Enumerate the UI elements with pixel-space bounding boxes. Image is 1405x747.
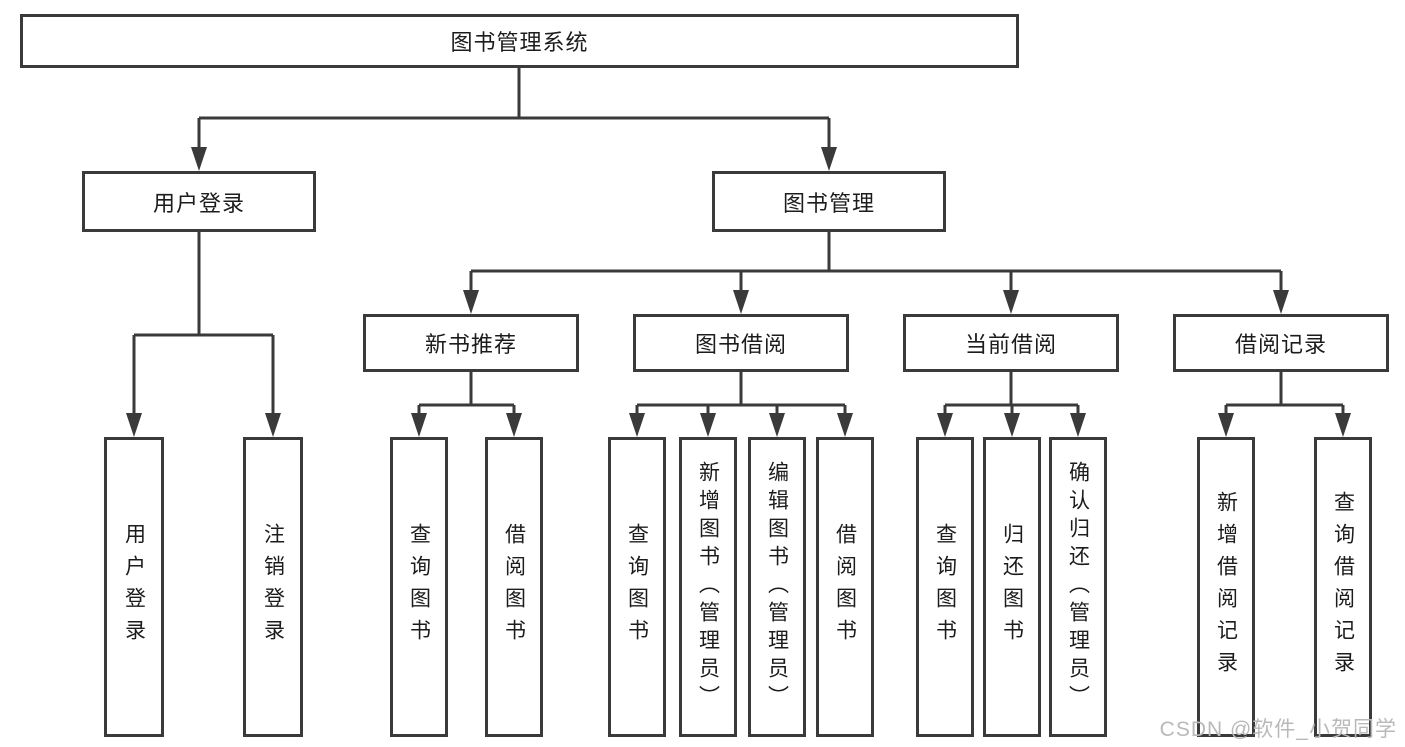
leaf-borrow-books: 借阅图书 [816, 437, 874, 737]
leaf-label: 查询图书 [933, 523, 957, 651]
arrow-down-icon [265, 413, 281, 437]
leaf-borrow-books: 借阅图书 [485, 437, 543, 737]
arrow-down-icon [837, 413, 853, 437]
connector-newbook-to-leaves [417, 372, 516, 416]
leaf-label: 查询借阅记录 [1331, 491, 1355, 683]
node-user-login: 用户登录 [82, 171, 316, 232]
leaf-logout: 注销登录 [243, 437, 303, 737]
leaf-label: 查询图书 [625, 523, 649, 651]
leaf-query-books: 查询图书 [608, 437, 666, 737]
connector-currentborrow-to-leaves [943, 372, 1080, 416]
connector-userlogin-to-leaves [132, 232, 275, 416]
leaf-label: 归还图书 [1000, 523, 1024, 651]
arrow-down-icon [191, 147, 207, 171]
leaf-confirm-return-admin: 确认归还（管理员） [1049, 437, 1107, 737]
arrow-down-icon [411, 413, 427, 437]
arrow-down-icon [506, 413, 522, 437]
node-root-book-management-system: 图书管理系统 [20, 14, 1019, 68]
leaf-label: 注销登录 [261, 523, 285, 651]
connector-bookmgmt-to-level3 [469, 232, 1283, 293]
leaf-query-borrow-record: 查询借阅记录 [1314, 437, 1372, 737]
arrow-down-icon [769, 413, 785, 437]
leaf-label: 查询图书 [407, 523, 431, 651]
arrow-down-icon [733, 290, 749, 314]
leaf-add-borrow-record: 新增借阅记录 [1197, 437, 1255, 737]
arrow-down-icon [126, 413, 142, 437]
node-new-book-recommend: 新书推荐 [363, 314, 579, 372]
leaf-label: 新增借阅记录 [1214, 491, 1238, 683]
connector-borrowrecords-to-leaves [1224, 372, 1345, 416]
arrow-down-icon [821, 147, 837, 171]
arrow-down-icon [1003, 290, 1019, 314]
leaf-query-books: 查询图书 [916, 437, 974, 737]
arrow-down-icon [463, 290, 479, 314]
leaf-edit-books-admin: 编辑图书（管理员） [748, 437, 806, 737]
node-book-borrow: 图书借阅 [633, 314, 849, 372]
leaf-query-books: 查询图书 [390, 437, 448, 737]
arrow-down-icon [700, 413, 716, 437]
leaf-user-login: 用户登录 [104, 437, 164, 737]
arrow-down-icon [1004, 413, 1020, 437]
leaf-return-books: 归还图书 [983, 437, 1041, 737]
leaf-label: 借阅图书 [833, 523, 857, 651]
arrow-down-icon [937, 413, 953, 437]
leaf-label: 借阅图书 [502, 523, 526, 651]
arrow-down-icon [1273, 290, 1289, 314]
connector-bookborrow-to-leaves [635, 372, 847, 416]
node-current-borrow: 当前借阅 [903, 314, 1119, 372]
node-book-management: 图书管理 [712, 171, 946, 232]
connector-root-to-level2 [197, 68, 831, 150]
leaf-label: 编辑图书（管理员） [765, 461, 789, 713]
leaf-label: 用户登录 [122, 523, 146, 651]
leaf-label: 新增图书（管理员） [696, 461, 720, 713]
csdn-watermark: CSDN @软件_小贺同学 [1159, 718, 1397, 741]
node-borrow-records: 借阅记录 [1173, 314, 1389, 372]
arrow-down-icon [1218, 413, 1234, 437]
arrow-down-icon [629, 413, 645, 437]
leaf-label: 确认归还（管理员） [1066, 461, 1090, 713]
arrow-down-icon [1335, 413, 1351, 437]
arrow-down-icon [1070, 413, 1086, 437]
leaf-add-books-admin: 新增图书（管理员） [679, 437, 737, 737]
